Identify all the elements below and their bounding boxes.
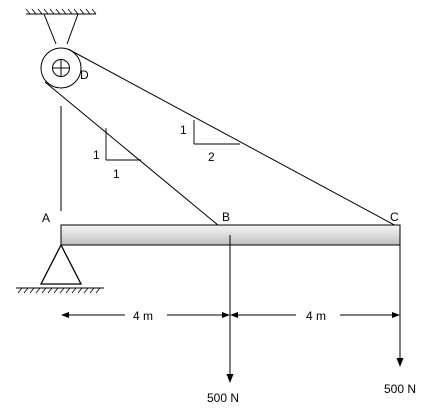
cable-d-to-c xyxy=(67,48,401,229)
ceiling-hatching xyxy=(25,8,97,15)
load-arrow-c xyxy=(396,245,404,367)
slope-bd-run-label: 1 xyxy=(113,167,120,181)
point-a-label: A xyxy=(42,211,50,225)
slope-triangle-bd xyxy=(105,128,141,161)
load-arrow-b xyxy=(226,235,234,383)
pulley-hanger-right xyxy=(66,13,79,45)
cable-d-to-b xyxy=(44,81,231,236)
load-c-label: 500 N xyxy=(384,382,416,396)
pin-support-a xyxy=(16,243,104,294)
ceiling-support xyxy=(25,8,97,45)
slope-triangle-cd xyxy=(193,120,240,145)
point-c-label: C xyxy=(390,210,399,224)
pulley-hanger-left xyxy=(43,13,57,45)
point-b-label: B xyxy=(222,210,230,224)
slope-bd-rise-label: 1 xyxy=(93,148,100,162)
dimension-ab xyxy=(61,312,230,318)
ground-hatching xyxy=(17,287,101,294)
load-b-label: 500 N xyxy=(207,391,239,405)
slope-cd-rise-label: 1 xyxy=(180,123,187,137)
slope-cd-run-label: 2 xyxy=(208,150,215,164)
pulley-d xyxy=(40,47,82,89)
dimension-bc xyxy=(230,312,400,318)
dimension-bc-label: 4 m xyxy=(306,309,326,323)
dimension-ab-label: 4 m xyxy=(133,309,153,323)
pulley-label: D xyxy=(80,68,89,82)
